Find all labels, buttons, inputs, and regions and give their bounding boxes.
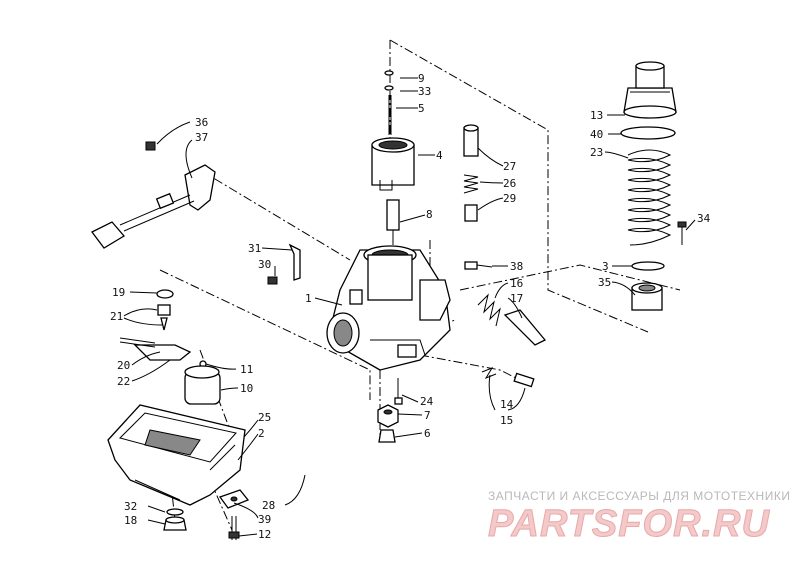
callout-13: 13 xyxy=(590,109,603,122)
spring-23 xyxy=(627,149,672,246)
callout-24: 24 xyxy=(420,395,434,408)
callout-8: 8 xyxy=(426,208,433,221)
callout-21: 21 xyxy=(110,310,123,323)
jet-6 xyxy=(378,429,396,443)
nut-7 xyxy=(377,404,399,428)
callout-19: 19 xyxy=(112,286,125,299)
spring-16 xyxy=(477,293,501,327)
watermark-brand: PARTSFOR.RU xyxy=(488,503,770,545)
callout-36: 36 xyxy=(195,116,208,129)
callout-32: 32 xyxy=(124,500,137,513)
bracket-31 xyxy=(288,243,301,281)
callout-38: 38 xyxy=(510,260,523,273)
callout-40: 40 xyxy=(590,128,603,141)
callout-30: 30 xyxy=(258,258,271,271)
clip-9-33-needle-5 xyxy=(384,70,394,135)
callout-16: 16 xyxy=(510,277,523,290)
callout-26: 26 xyxy=(503,177,516,190)
callout-33: 33 xyxy=(418,85,431,98)
screw-14-15 xyxy=(481,366,535,388)
jet-27-26-29 xyxy=(463,124,479,222)
callout-9: 9 xyxy=(418,72,425,85)
screw-12 xyxy=(228,516,240,540)
watermark: ЗАПЧАСТИ И АКСЕССУАРЫ ДЛЯ МОТОТЕХНИКИ PA… xyxy=(488,489,790,546)
callout-37: 37 xyxy=(195,131,208,144)
seat-3 xyxy=(631,261,665,271)
holder-35 xyxy=(631,282,663,311)
screw-24 xyxy=(394,378,403,405)
callout-1: 1 xyxy=(305,292,312,305)
callout-39: 39 xyxy=(258,513,271,526)
callout-5: 5 xyxy=(418,102,425,115)
callout-6: 6 xyxy=(424,427,431,440)
callout-34: 34 xyxy=(697,212,711,225)
callout-31: 31 xyxy=(248,242,261,255)
callout-11: 11 xyxy=(240,363,253,376)
callout-29: 29 xyxy=(503,192,516,205)
jet-8 xyxy=(386,199,400,245)
callout-25: 25 xyxy=(258,411,271,424)
float-arm-20-22 xyxy=(119,337,192,361)
screw-38 xyxy=(464,261,493,270)
callout-4: 4 xyxy=(436,149,443,162)
callout-labels: 9 33 5 4 8 27 26 29 13 40 23 34 3 35 36 … xyxy=(110,72,711,541)
drain-plug-18 xyxy=(163,516,187,531)
carburetor-body-1 xyxy=(326,245,451,371)
callout-3: 3 xyxy=(602,260,609,273)
callout-7: 7 xyxy=(424,409,431,422)
assembly-lines xyxy=(159,39,681,531)
screw-17 xyxy=(503,309,547,346)
callout-18: 18 xyxy=(124,514,137,527)
linkage-36-37 xyxy=(91,141,216,249)
tube-28 xyxy=(254,472,346,481)
gasket-40 xyxy=(620,126,676,140)
callout-14: 14 xyxy=(500,398,514,411)
throttle-slide-4 xyxy=(371,137,415,191)
leader-lines xyxy=(123,77,696,537)
screw-30 xyxy=(267,276,278,285)
callout-28: 28 xyxy=(262,499,275,512)
callout-20: 20 xyxy=(117,359,130,372)
washer-32 xyxy=(166,508,184,516)
callout-10: 10 xyxy=(240,382,253,395)
cap-13 xyxy=(623,61,677,119)
callout-35: 35 xyxy=(598,276,611,289)
callout-27: 27 xyxy=(503,160,516,173)
float-10 xyxy=(184,365,221,405)
callout-17: 17 xyxy=(510,292,523,305)
callout-15: 15 xyxy=(500,414,513,427)
bracket-39 xyxy=(218,489,250,509)
needle-valve-21 xyxy=(157,304,171,331)
callout-12: 12 xyxy=(258,528,271,541)
callout-23: 23 xyxy=(590,146,603,159)
watermark-tagline: ЗАПЧАСТИ И АКСЕССУАРЫ ДЛЯ МОТОТЕХНИКИ xyxy=(488,489,790,503)
float-bowl-25 xyxy=(107,404,246,506)
callout-2: 2 xyxy=(258,427,265,440)
callout-22: 22 xyxy=(117,375,130,388)
screw-34 xyxy=(677,221,687,245)
washer-19 xyxy=(156,289,174,299)
